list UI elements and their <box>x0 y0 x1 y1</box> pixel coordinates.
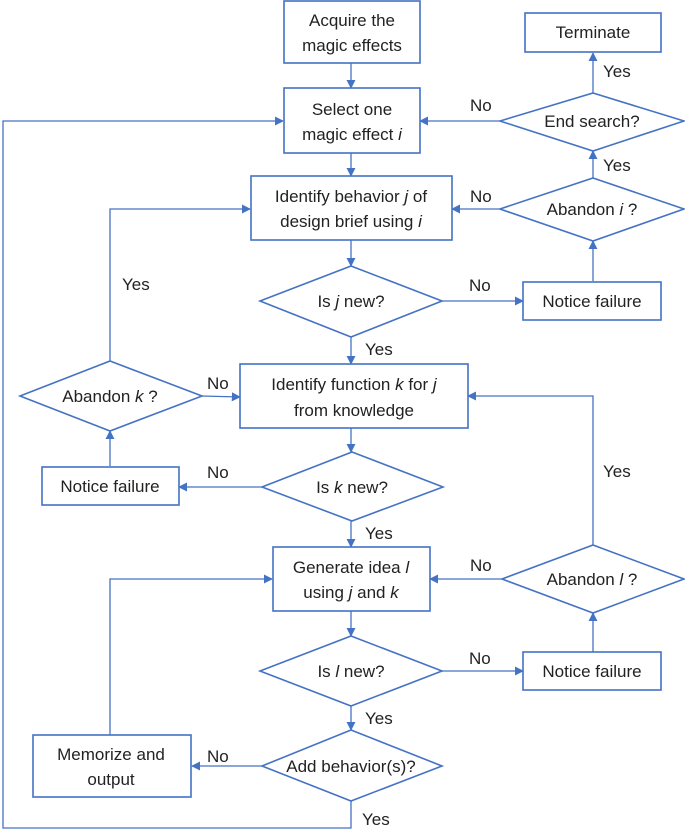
acquire-line-1: Acquire the <box>309 11 395 30</box>
abandon-k-label: Abandon k ? <box>62 387 157 406</box>
acquire-box: Acquire the magic effects <box>283 0 421 64</box>
generate-idea-line-2: using j and k <box>303 583 400 602</box>
label-yes-abandon-l: Yes <box>603 462 631 481</box>
is-j-new-diamond: Is j new? <box>257 265 445 338</box>
label-yes-is-k: Yes <box>365 524 393 543</box>
generate-idea-box: Generate idea l using j and k <box>272 546 431 612</box>
notice-failure-1-label: Notice failure <box>542 292 641 311</box>
is-k-new-diamond: Is k new? <box>259 451 446 522</box>
abandon-l-diamond: Abandon l ? <box>499 544 685 614</box>
label-no-end-search: No <box>470 96 492 115</box>
abandon-i-label: Abandon i ? <box>547 200 638 219</box>
identify-behavior-line-2: design brief using i <box>280 212 423 231</box>
is-l-new-label: Is l new? <box>317 662 384 681</box>
notice-failure-1-box: Notice failure <box>522 281 662 321</box>
notice-failure-3-label: Notice failure <box>542 662 641 681</box>
identify-function-box: Identify function k for j from knowledge <box>239 363 469 429</box>
end-search-diamond: End search? <box>497 92 685 152</box>
identify-behavior-line-1: Identify behavior j of <box>275 187 427 206</box>
label-no-abandon-l: No <box>470 556 492 575</box>
memorize-line-2: output <box>87 770 135 789</box>
select-line-1: Select one <box>312 100 392 119</box>
select-line-2: magic effect i <box>302 125 403 144</box>
arrow-abandon-l-to-identify-function <box>467 391 594 545</box>
label-yes-terminate: Yes <box>603 62 631 81</box>
acquire-line-2: magic effects <box>302 36 402 55</box>
label-no-is-k: No <box>207 463 229 482</box>
memorize-line-1: Memorize and <box>57 745 165 764</box>
terminate-box: Terminate <box>524 12 662 53</box>
add-behaviors-diamond: Add behavior(s)? <box>259 729 445 802</box>
arrow-abandon-k-to-identify-behavior <box>109 204 251 361</box>
label-yes-is-j: Yes <box>365 340 393 359</box>
add-behaviors-label: Add behavior(s)? <box>286 757 415 776</box>
terminate-label: Terminate <box>556 23 631 42</box>
select-box: Select one magic effect i <box>283 87 421 154</box>
notice-failure-3-box: Notice failure <box>522 651 662 691</box>
is-k-new-label: Is k new? <box>316 478 388 497</box>
end-search-label: End search? <box>544 112 639 131</box>
abandon-k-diamond: Abandon k ? <box>17 360 205 432</box>
arrow-memorize-to-generate-idea <box>109 574 273 735</box>
identify-function-line-2: from knowledge <box>294 401 414 420</box>
is-j-new-label: Is j new? <box>317 292 384 311</box>
arrow-abandon-k-to-identify-function <box>201 392 241 402</box>
identify-behavior-box: Identify behavior j of design brief usin… <box>250 175 453 241</box>
label-no-add: No <box>207 747 229 766</box>
label-yes-add: Yes <box>362 810 390 829</box>
label-yes-abandon-k: Yes <box>122 275 150 294</box>
identify-function-line-1: Identify function k for j <box>271 375 438 394</box>
is-l-new-diamond: Is l new? <box>257 635 445 707</box>
notice-failure-2-box: Notice failure <box>41 466 180 506</box>
branch-labels: Yes No Yes No No Yes Yes No No Yes Yes N… <box>122 62 631 829</box>
arrow-add-behaviors-to-select <box>2 116 352 829</box>
generate-idea-line-1: Generate idea l <box>293 558 410 577</box>
label-no-is-j: No <box>469 276 491 295</box>
label-yes-is-l: Yes <box>365 709 393 728</box>
label-yes-abandon-i: Yes <box>603 156 631 175</box>
connectors <box>2 52 598 829</box>
abandon-l-label: Abandon l ? <box>547 570 638 589</box>
label-no-abandon-k: No <box>207 374 229 393</box>
abandon-i-diamond: Abandon i ? <box>497 177 685 242</box>
notice-failure-2-label: Notice failure <box>60 477 159 496</box>
memorize-box: Memorize and output <box>32 734 192 798</box>
label-no-is-l: No <box>469 649 491 668</box>
label-no-abandon-i: No <box>470 187 492 206</box>
